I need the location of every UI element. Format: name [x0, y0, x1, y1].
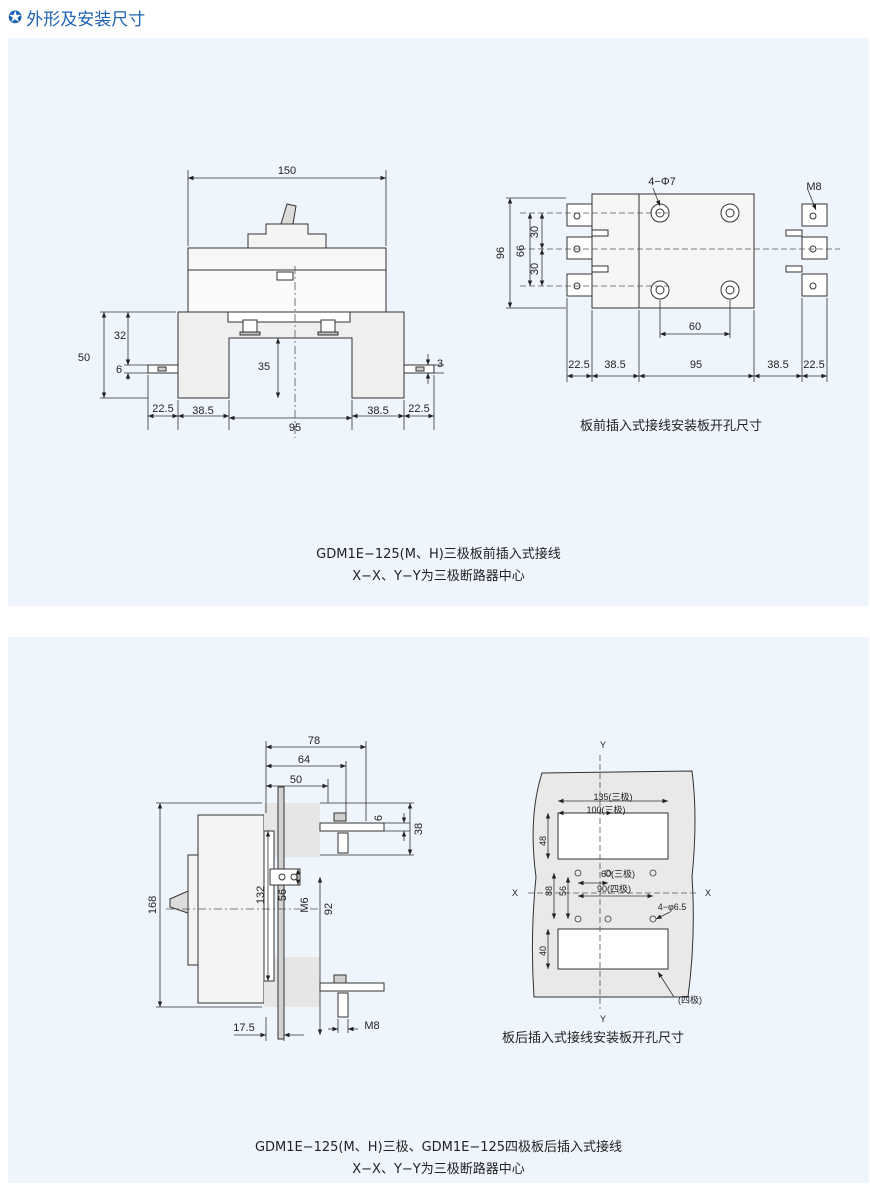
side-width-78: 78	[308, 735, 320, 747]
plate-width-60: 60	[689, 321, 701, 333]
side-height-132: 132	[255, 886, 267, 904]
front-connection-drawing: 150 50 32 6 35 3 22.5 38.5 95 38.5 22.5	[78, 165, 840, 438]
front-plate-view	[566, 193, 828, 309]
rear-width-60: 60(三极)	[601, 868, 635, 879]
front-plate-caption: 板前插入式接线安装板开孔尺寸	[580, 419, 763, 434]
front-dimension-lines	[100, 170, 444, 430]
side-width-64: 64	[298, 754, 310, 766]
dim-height-35: 35	[258, 361, 270, 373]
plate-height-30-bottom: 30	[529, 263, 541, 275]
rear-plate-dimension-lines	[545, 798, 675, 998]
panel-front-connection: 150 50 32 6 35 3 22.5 38.5 95 38.5 22.5	[8, 38, 869, 606]
rear-height-40: 40	[538, 946, 548, 956]
rear-x-left: X	[512, 888, 518, 898]
side-dimension-lines	[156, 741, 414, 1041]
panel-rear-connection: 78 64 50 6 38 168 132 56 M6 92 17.5 M8	[8, 637, 869, 1183]
rear-width-100: 100(三极)	[586, 804, 625, 815]
rear-y-bottom: Y	[600, 1014, 606, 1024]
dim-bottom-22-5-right: 22.5	[408, 403, 429, 415]
rear-height-56: 56	[558, 886, 568, 896]
plate-height-66: 66	[515, 245, 527, 257]
rear-width-135: 135(三极)	[593, 791, 632, 802]
plate-m8: M8	[806, 181, 821, 193]
front-plate-centerlines	[520, 212, 840, 287]
side-m6: M6	[299, 897, 311, 912]
dim-height-32: 32	[114, 330, 126, 342]
plate-width-38-5-left: 38.5	[604, 359, 625, 371]
panel2-caption-line2: X−X、Y−Y为三极断路器中心	[352, 1162, 525, 1177]
panel1-caption-line1: GDM1E−125(M、H)三极板前插入式接线	[316, 547, 561, 562]
section-header: ✪ 外形及安装尺寸	[8, 4, 145, 30]
rear-four-pole-label: (四极)	[678, 994, 702, 1005]
plate-height-96: 96	[495, 247, 507, 259]
panel1-caption-line2: X−X、Y−Y为三极断路器中心	[352, 569, 525, 584]
dim-bottom-38-5-right: 38.5	[367, 405, 388, 417]
star-circle-icon: ✪	[8, 7, 23, 27]
side-view	[169, 786, 385, 1040]
rear-y-top: Y	[600, 740, 606, 750]
side-height-38: 38	[413, 823, 425, 835]
panel2-caption-line1: GDM1E−125(M、H)三极、GDM1E−125四极板后插入式接线	[254, 1140, 623, 1155]
plate-width-22-5-left: 22.5	[568, 359, 589, 371]
dim-height-3: 3	[437, 358, 443, 370]
dim-bottom-22-5-left: 22.5	[152, 403, 173, 415]
dim-bottom-95: 95	[289, 422, 301, 434]
rear-holes-4-phi-6-5: 4−φ6.5	[658, 902, 687, 912]
side-height-168: 168	[147, 896, 159, 914]
side-width-17-5: 17.5	[233, 1022, 254, 1034]
front-view	[147, 203, 435, 399]
rear-height-88: 88	[544, 886, 554, 896]
rear-plate-caption: 板后插入式接线安装板开孔尺寸	[502, 1031, 685, 1046]
side-height-92: 92	[323, 903, 335, 915]
rear-connection-drawing: 78 64 50 6 38 168 132 56 M6 92 17.5 M8	[147, 735, 711, 1041]
dim-width-150: 150	[278, 165, 296, 177]
side-width-50: 50	[290, 774, 302, 786]
section-title: 外形及安装尺寸	[26, 9, 146, 30]
rear-height-48: 48	[538, 836, 548, 846]
dim-height-6: 6	[116, 364, 122, 376]
front-plate-dimension-lines	[506, 187, 828, 382]
side-m8: M8	[364, 1020, 379, 1032]
plate-holes-4-phi-7: 4−Φ7	[648, 176, 675, 188]
side-height-56: 56	[277, 889, 289, 901]
plate-width-22-5-right: 22.5	[803, 359, 824, 371]
rear-x-right: X	[705, 888, 711, 898]
dim-bottom-38-5-left: 38.5	[192, 405, 213, 417]
side-height-6: 6	[373, 815, 385, 821]
plate-height-30-top: 30	[529, 226, 541, 238]
rear-width-90: 90(四极)	[597, 883, 631, 894]
plate-width-38-5-right: 38.5	[767, 359, 788, 371]
dim-height-50: 50	[78, 352, 90, 364]
rear-plate-view	[531, 770, 696, 998]
plate-width-95: 95	[690, 359, 702, 371]
